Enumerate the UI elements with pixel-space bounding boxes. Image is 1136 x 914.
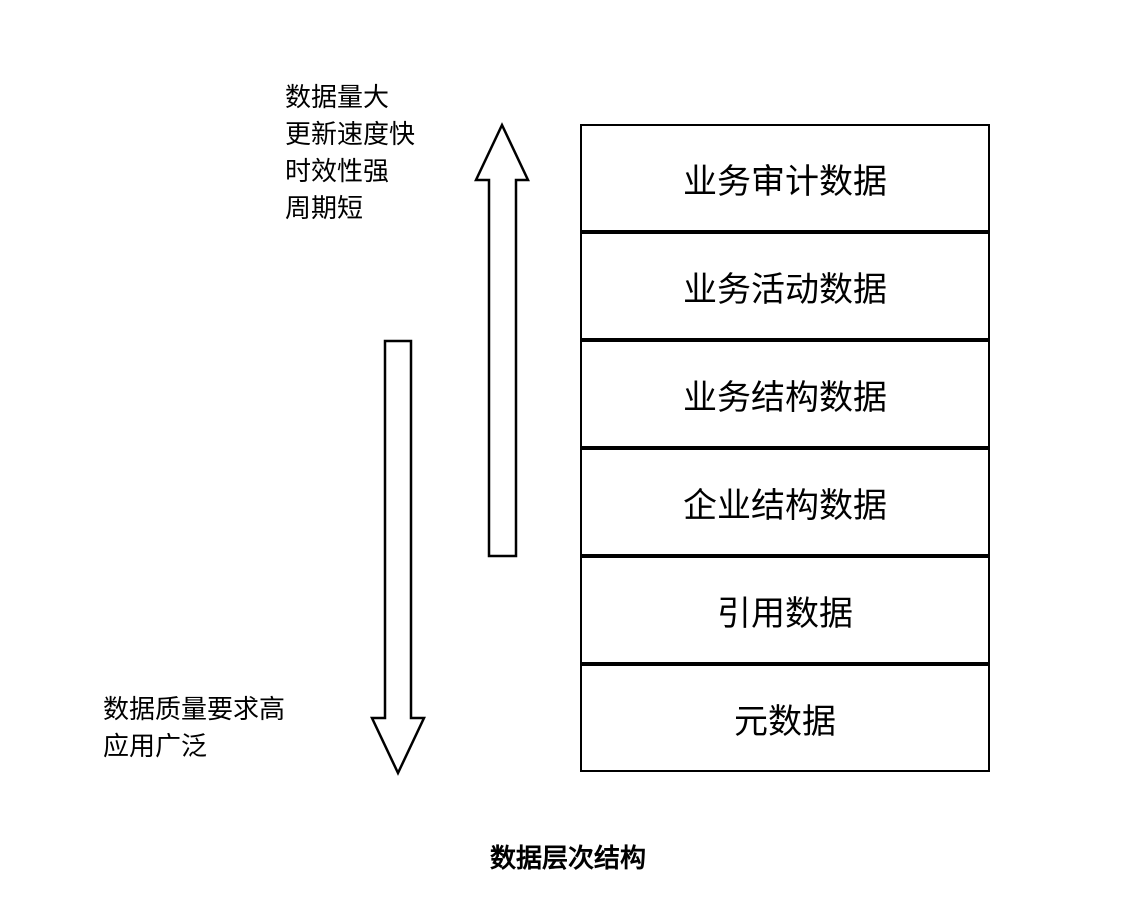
- note-line: 应用广泛: [103, 732, 208, 762]
- layer-label: 元数据: [734, 701, 836, 742]
- layer-business-activity: 业务活动数据: [580, 232, 990, 340]
- layer-business-structure: 业务结构数据: [580, 340, 990, 448]
- top-note: 数据量大 更新速度快 时效性强 周期短: [285, 80, 415, 228]
- layer-label: 引用数据: [717, 593, 853, 634]
- layer-label: 企业结构数据: [683, 485, 887, 526]
- note-line: 更新速度快: [285, 120, 416, 150]
- note-line: 周期短: [285, 194, 364, 224]
- layer-metadata: 元数据: [580, 664, 990, 772]
- up-arrow: [474, 122, 530, 558]
- note-line: 数据量大: [285, 83, 390, 113]
- layer-label: 业务结构数据: [683, 377, 887, 418]
- layer-business-audit: 业务审计数据: [580, 124, 990, 232]
- layer-label: 业务审计数据: [683, 161, 887, 202]
- diagram-caption: 数据层次结构: [489, 844, 646, 874]
- bottom-note: 数据质量要求高 应用广泛: [103, 692, 285, 766]
- note-line: 时效性强: [285, 157, 390, 187]
- down-arrow: [370, 339, 426, 776]
- note-line: 数据质量要求高: [103, 695, 286, 725]
- layer-enterprise-structure: 企业结构数据: [580, 448, 990, 556]
- layer-label: 业务活动数据: [683, 269, 887, 310]
- layer-reference: 引用数据: [580, 556, 990, 664]
